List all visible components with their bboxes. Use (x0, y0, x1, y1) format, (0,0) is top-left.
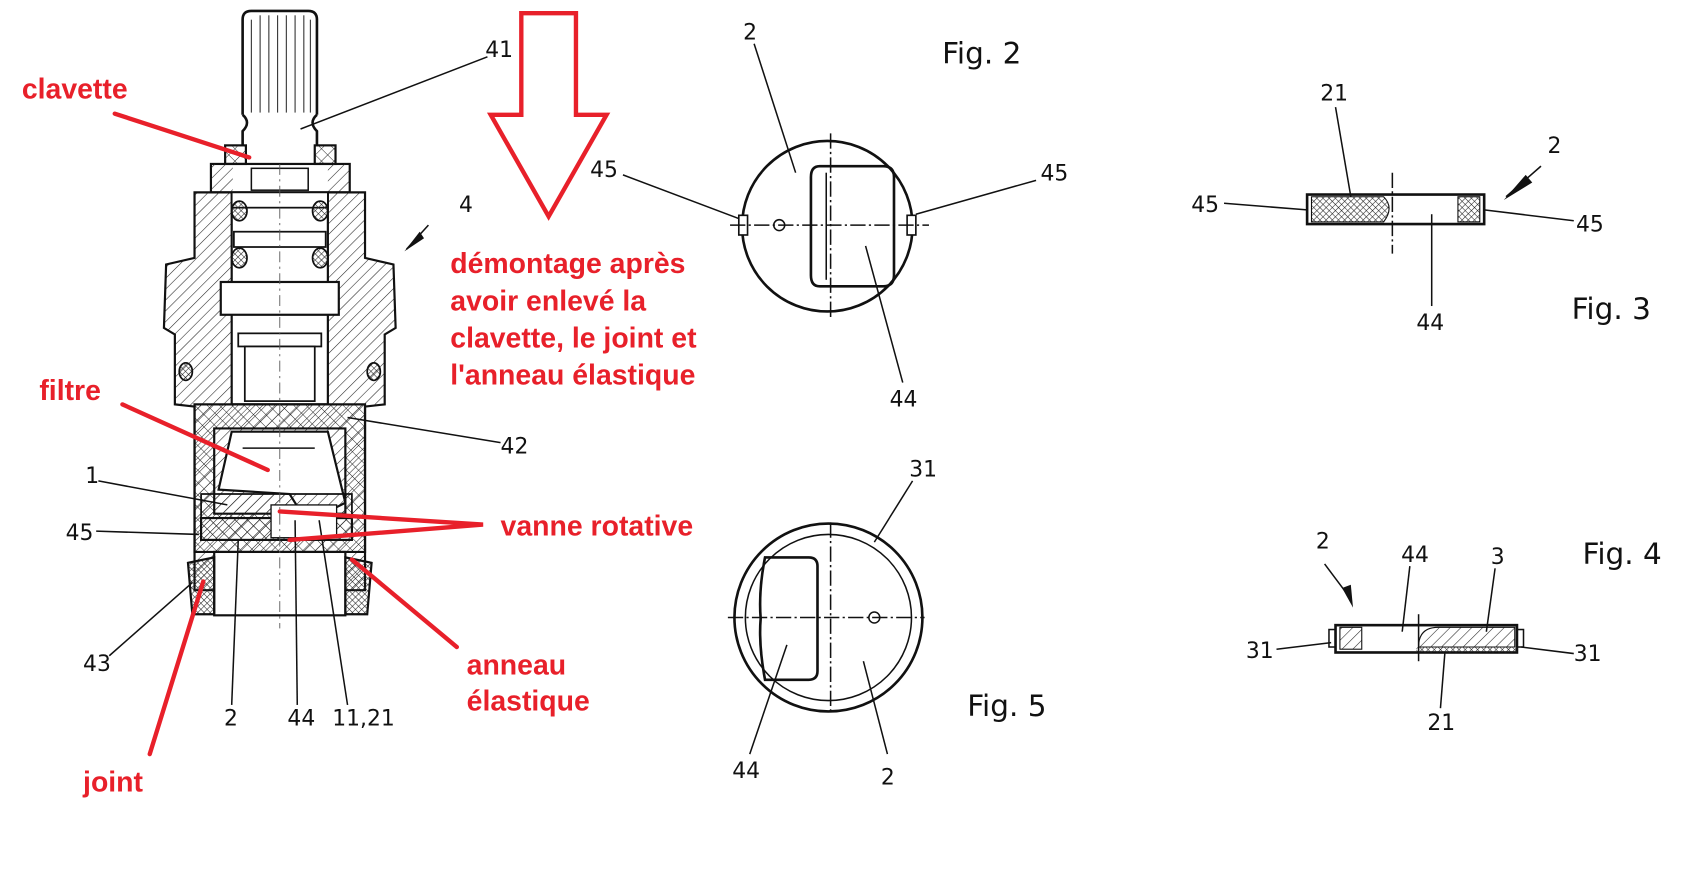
fig4-ref-2: 2 (1316, 530, 1330, 555)
down-arrow-icon (486, 10, 611, 221)
fig3-ref-45-right: 45 (1576, 213, 1604, 238)
fig4-ref-31-right: 31 (1574, 642, 1602, 667)
fig4-ref-3: 3 (1491, 545, 1505, 570)
ref-43: 43 (83, 652, 111, 677)
fig3-disk-section: Fig. 3 21 2 45 45 44 (1191, 82, 1651, 337)
knurled-stem (241, 9, 319, 146)
ref-41: 41 (485, 38, 513, 63)
fig4-title: Fig. 4 (1583, 537, 1662, 571)
label-vanne-rotative: vanne rotative (501, 511, 694, 543)
ref-44: 44 (287, 707, 315, 732)
fig3-ref-44: 44 (1416, 311, 1444, 336)
fig5-title: Fig. 5 (967, 689, 1046, 723)
fig3-ref-2: 2 (1548, 134, 1562, 159)
label-filtre: filtre (39, 375, 101, 407)
annotations: clavette filtre vanne rotative anneau él… (22, 10, 697, 798)
ref-42: 42 (501, 435, 529, 460)
ref-11-21: 11,21 (332, 707, 395, 732)
fig5-ref-44: 44 (732, 759, 760, 784)
fig4-ref-21: 21 (1427, 711, 1455, 736)
fig2-ref-45-right: 45 (1040, 161, 1068, 186)
ref-4: 4 (459, 193, 473, 218)
demontage-line-3: clavette, le joint et (450, 323, 697, 355)
fig5-disk-bottom-view: Fig. 5 31 44 2 (727, 458, 1047, 791)
clavette-ring-right (313, 144, 337, 166)
fig2-ref-45-left: 45 (590, 158, 618, 183)
fig5-ref-2: 2 (881, 766, 895, 791)
label-elastique: élastique (467, 685, 590, 717)
fig5-ref-31: 31 (909, 458, 937, 483)
fig4-ref-44: 44 (1401, 543, 1429, 568)
fig4-disk-assembly-section: Fig. 4 2 44 3 31 31 21 (1246, 530, 1662, 736)
ref-45: 45 (66, 521, 94, 546)
fig2-ref-44: 44 (890, 388, 918, 413)
fig3-ref-45-left: 45 (1191, 193, 1219, 218)
label-joint: joint (82, 766, 143, 798)
fig1-cartridge-section: 41 4 42 1 45 43 2 44 11,21 (66, 9, 529, 732)
fig3-ref-21: 21 (1320, 82, 1348, 107)
demontage-line-1: démontage après (450, 248, 685, 280)
fig3-title: Fig. 3 (1572, 292, 1651, 326)
fig4-ref-31-left: 31 (1246, 639, 1274, 664)
label-anneau: anneau (467, 649, 566, 681)
o-rings (178, 200, 382, 382)
ref-2: 2 (224, 707, 238, 732)
demontage-line-2: avoir enlevé la (450, 285, 646, 317)
fig2-title: Fig. 2 (942, 36, 1021, 70)
ref-1: 1 (85, 464, 99, 489)
label-clavette: clavette (22, 73, 128, 105)
fig2-disk-top-view: Fig. 2 2 45 45 44 (590, 20, 1068, 412)
demontage-line-4: l'anneau élastique (450, 360, 695, 392)
fig2-ref-2: 2 (743, 20, 757, 45)
